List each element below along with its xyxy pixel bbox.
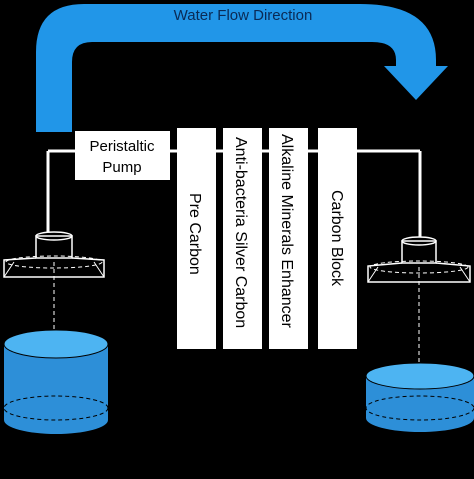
filter-label-pre-carbon: Pre Carbon (186, 193, 203, 275)
filter-box-silver-carbon (223, 128, 262, 349)
flow-direction-label: Water Flow Direction (174, 7, 313, 24)
left-water-tank (3, 329, 109, 434)
filter-box-pre-carbon (177, 128, 216, 349)
filter-box-carbon-block (318, 128, 357, 349)
flow-arrow (36, 4, 448, 132)
pump-label-line2: Pump (102, 159, 141, 176)
filter-label-carbon-block: Carbon Block (328, 190, 345, 287)
peristaltic-pump-box (75, 131, 170, 180)
pump-label-line1: Peristaltic (89, 138, 155, 155)
filter-cartridges: Pre Carbon Anti-bacteria Silver Carbon A… (177, 128, 357, 349)
filter-box-alkaline (269, 128, 308, 349)
right-water-tank (365, 362, 474, 432)
filter-label-alkaline: Alkaline Minerals Enhancer (278, 134, 295, 329)
filter-label-silver-carbon: Anti-bacteria Silver Carbon (232, 137, 249, 328)
